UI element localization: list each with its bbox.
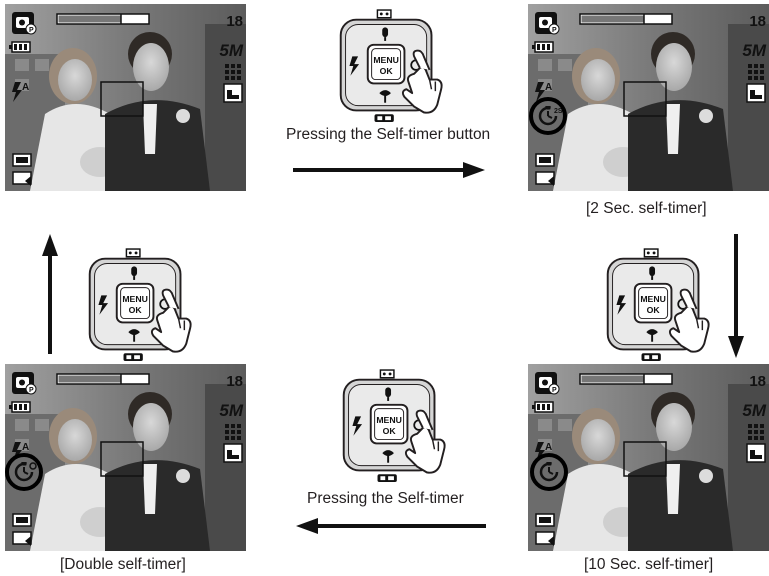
camera-screen-10sec: 18 5M — [528, 364, 769, 551]
arrow-up-icon — [42, 234, 58, 354]
arrow-left-icon — [296, 518, 486, 534]
caption-10sec: [10 Sec. self-timer] — [584, 556, 714, 573]
camera-screen-double: 18 5M — [5, 364, 246, 551]
resolution-label: 5M — [742, 401, 766, 420]
resolution-label: 5M — [219, 41, 243, 60]
self-timer-icon — [14, 460, 37, 482]
resolution-label: 5M — [742, 41, 766, 60]
arrow-right-icon — [293, 162, 485, 178]
caption-double: [Double self-timer] — [60, 556, 186, 573]
shot-count: 18 — [749, 373, 766, 390]
control-pad-top — [333, 8, 445, 126]
svg-text:2S: 2S — [554, 108, 563, 115]
caption-2sec: [2 Sec. self-timer] — [586, 200, 707, 217]
shot-count: 18 — [749, 13, 766, 30]
caption-pressing: Pressing the Self-timer — [307, 490, 464, 507]
shot-count: 18 — [226, 13, 243, 30]
self-timer-icon: 2S — [538, 104, 563, 126]
control-pad-left — [82, 247, 194, 365]
camera-screen-normal: 18 5M — [5, 4, 246, 191]
resolution-label: 5M — [219, 401, 243, 420]
control-pad-bottom — [336, 368, 448, 486]
caption-pressing-button: Pressing the Self-timer button — [286, 126, 491, 143]
shot-count: 18 — [226, 373, 243, 390]
camera-screen-2sec: 18 5M 2S — [528, 4, 769, 191]
control-pad-right — [600, 247, 712, 365]
arrow-down-icon — [728, 234, 744, 358]
